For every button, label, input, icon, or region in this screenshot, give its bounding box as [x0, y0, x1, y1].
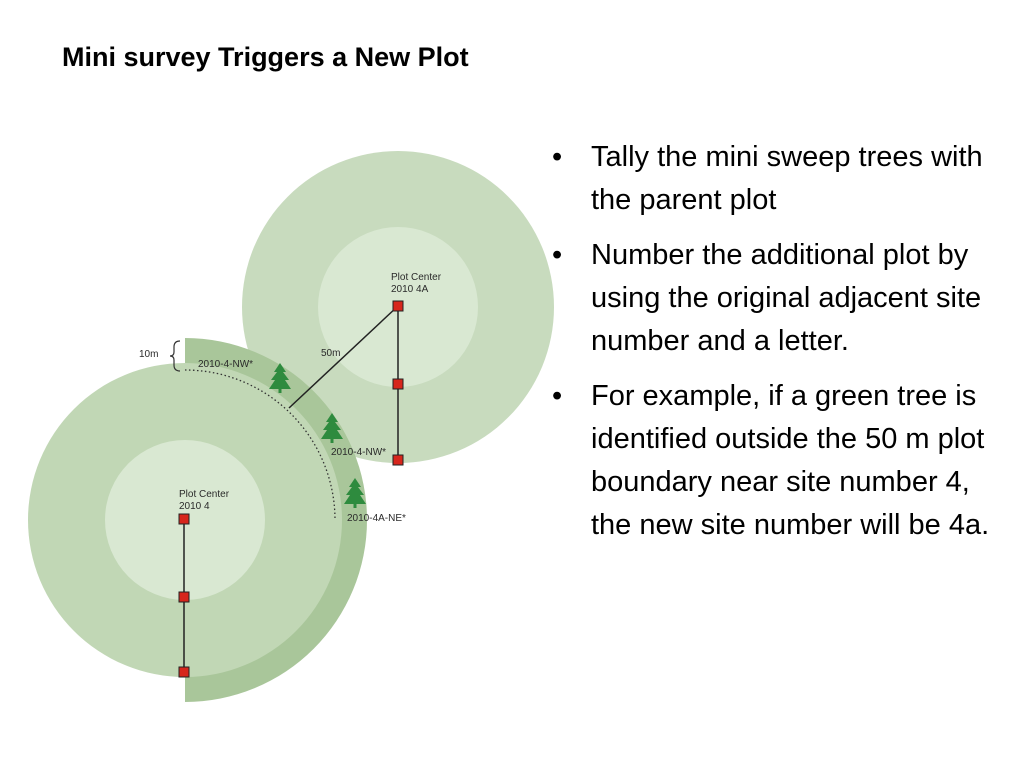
bullet-glyph: • — [552, 380, 563, 412]
bullet-text: For example, if a green tree is identifi… — [591, 380, 990, 541]
bullet-list: • Tally the mini sweep trees with the par… — [552, 136, 1002, 559]
lower-plot-center-label: Plot Center — [179, 489, 230, 500]
upper-plot-center-label: Plot Center — [391, 272, 442, 283]
bullet-text: Number the additional plot by using the … — [591, 239, 982, 357]
plot-marker-icon — [178, 666, 190, 678]
plot-boundary-dotted-line — [184, 369, 336, 521]
bullet-text: Tally the mini sweep trees with the pare… — [591, 141, 983, 216]
plot-marker-icon — [178, 591, 190, 603]
bullet-glyph: • — [552, 141, 563, 173]
plot-marker-icon — [178, 513, 190, 525]
tree-icon — [269, 363, 291, 393]
plot-marker-icon — [392, 454, 404, 466]
radius-label: 50m — [321, 348, 340, 359]
plot-marker-icon — [392, 378, 404, 390]
bullet-item: • For example, if a green tree is identif… — [552, 375, 1002, 547]
slide-title: Mini survey Triggers a New Plot — [62, 42, 469, 72]
brace-icon — [169, 340, 181, 372]
plot-marker-icon — [392, 300, 404, 312]
tree-label: 2010-4A-NE* — [347, 513, 406, 524]
tree-label: 2010-4-NW* — [331, 447, 386, 458]
tree-icon — [344, 478, 366, 508]
ring-width-label: 10m — [139, 349, 158, 360]
lower-plot-id-label: 2010 4 — [179, 501, 210, 512]
tree-icon — [321, 413, 343, 443]
bullet-item: • Number the additional plot by using the… — [552, 234, 1002, 363]
bullet-glyph: • — [552, 239, 563, 271]
bullet-item: • Tally the mini sweep trees with the par… — [552, 136, 1002, 222]
upper-plot-id-label: 2010 4A — [391, 284, 429, 295]
tree-label: 2010-4-NW* — [198, 359, 253, 370]
radius-line — [288, 305, 399, 409]
